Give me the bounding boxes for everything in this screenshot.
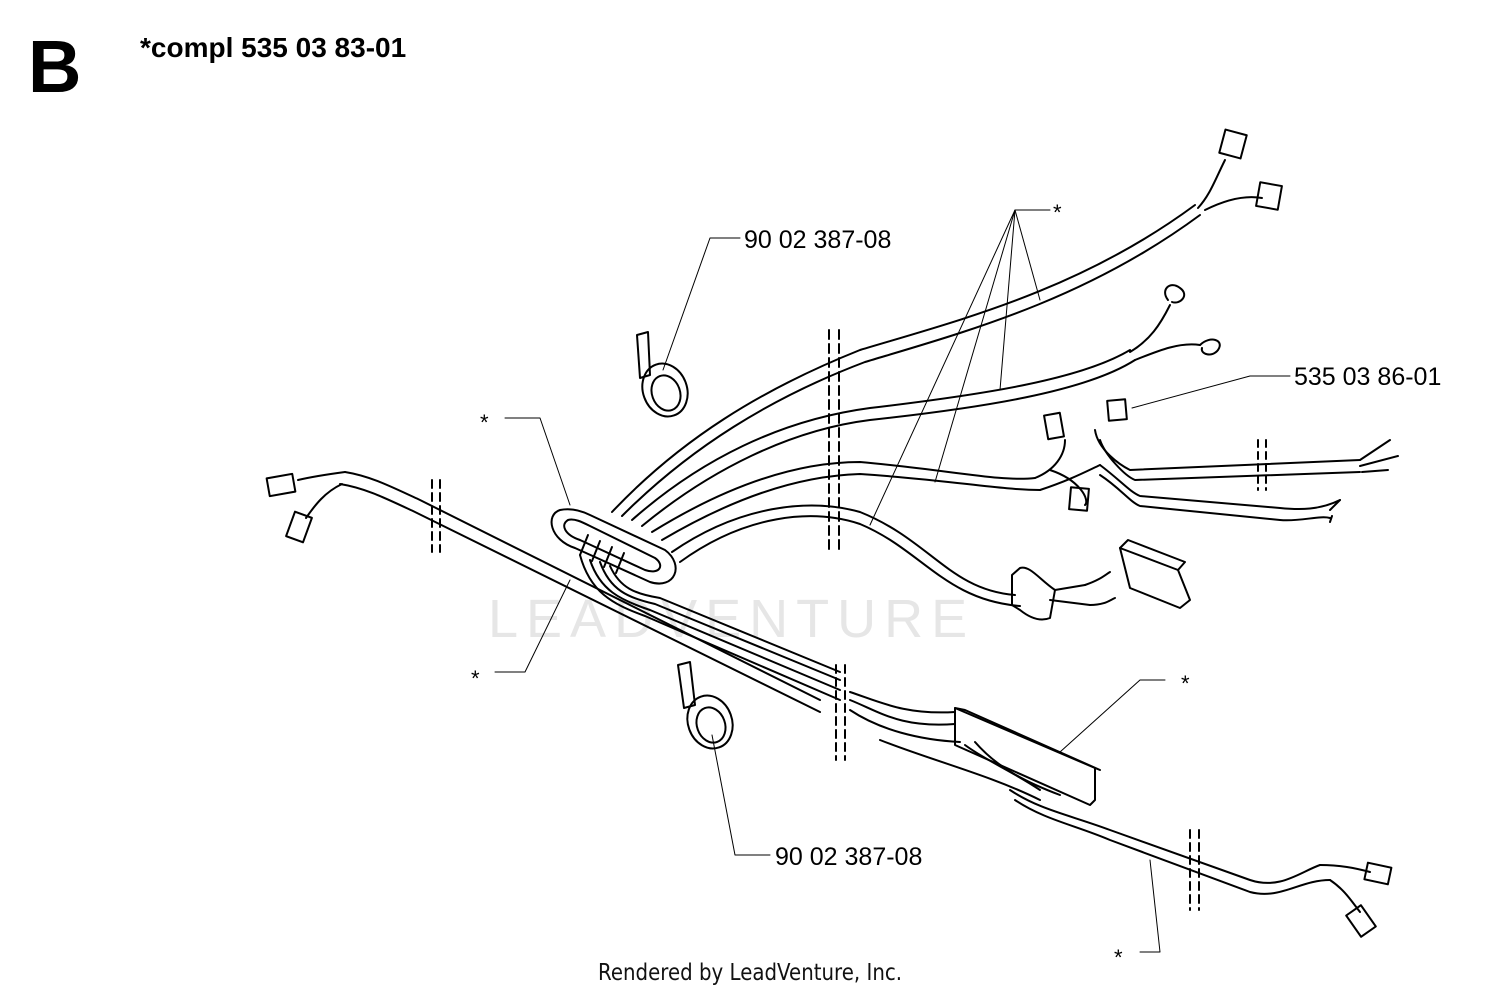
asterisk-grommet: * (480, 410, 489, 435)
section-letter: B (28, 25, 82, 108)
asterisk-connector-block: * (1181, 671, 1190, 696)
plug-connector (1011, 539, 1191, 621)
upper-wire-fan (611, 204, 1201, 607)
callout-harness-right: 535 03 86-01 (1294, 363, 1442, 391)
left-main-cable (339, 471, 821, 713)
top-right-connectors (1129, 128, 1283, 361)
watermark: LEADVENTURE (488, 589, 976, 649)
cable-clamp-top (636, 331, 689, 418)
right-middle-harness (1034, 398, 1399, 523)
wire-grommet (550, 508, 677, 585)
cable-clamp-bottom (677, 661, 734, 750)
asterisk-top-fan: * (1053, 200, 1062, 225)
bottom-connector-block (954, 707, 1101, 806)
asterisk-lower-bundle: * (471, 666, 480, 691)
bottom-right-cable (1009, 789, 1393, 938)
footer-credit: Rendered by LeadVenture, Inc. (597, 960, 903, 986)
left-terminal-connectors (265, 471, 346, 544)
callout-clamp-top: 90 02 387-08 (744, 226, 892, 254)
leader-lines (494, 209, 1291, 953)
lower-wire-bundle (579, 554, 1041, 801)
compl-part-number: *compl 535 03 83-01 (140, 32, 407, 63)
callout-clamp-bottom: 90 02 387-08 (775, 843, 923, 871)
asterisk-bottom-cable: * (1114, 945, 1123, 970)
